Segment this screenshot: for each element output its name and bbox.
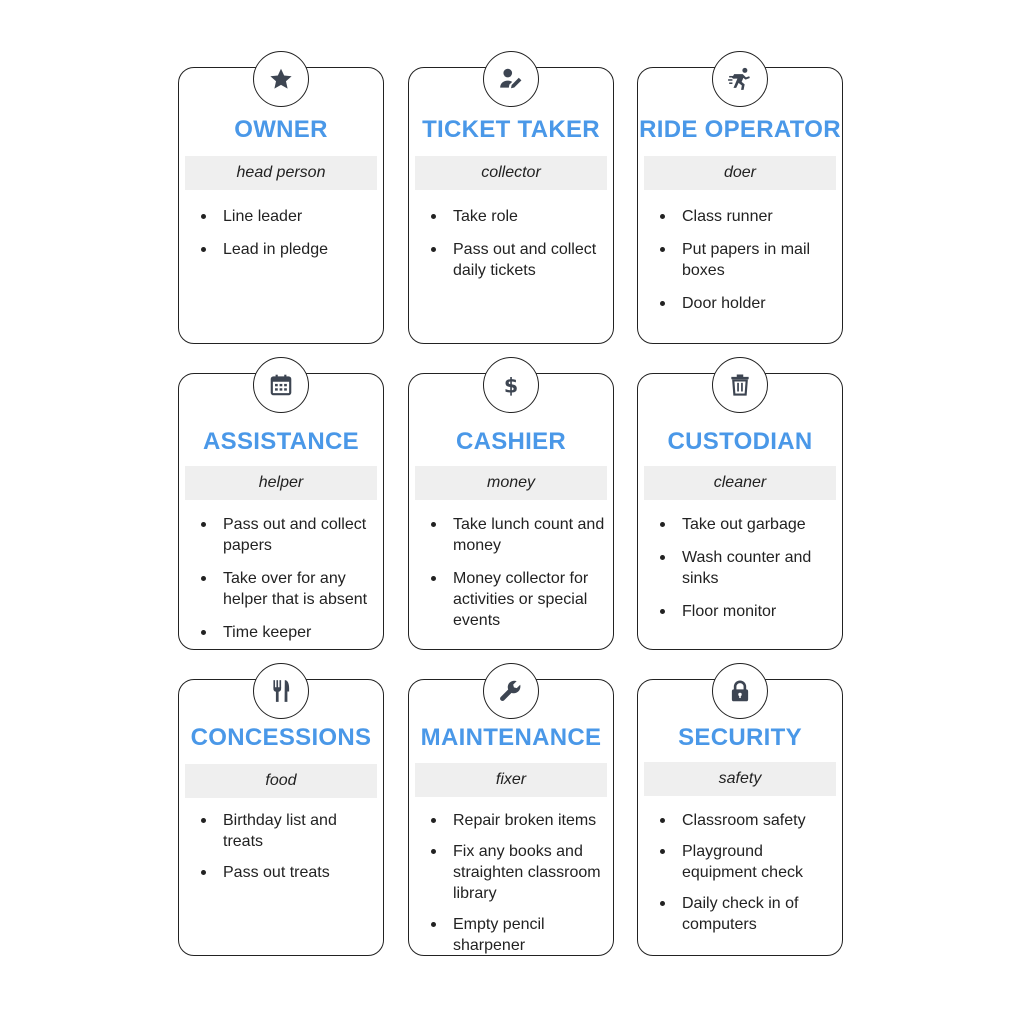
duty-item: Classroom safety xyxy=(660,810,836,831)
card-title: CUSTODIAN xyxy=(667,428,813,455)
duty-item: Floor monitor xyxy=(660,601,836,622)
lock-icon xyxy=(712,663,768,719)
duty-item: Put papers in mail boxes xyxy=(660,239,836,281)
trash-icon xyxy=(712,357,768,413)
duty-item: Playground equipment check xyxy=(660,841,836,883)
card-subtitle: cleaner xyxy=(644,466,836,500)
duty-item: Take lunch count and money xyxy=(431,514,607,556)
card-subtitle: food xyxy=(185,764,377,798)
duty-item: Wash counter and sinks xyxy=(660,547,836,589)
duty-list: Repair broken items Fix any books and st… xyxy=(431,810,607,966)
duty-list: Take out garbage Wash counter and sinks … xyxy=(660,514,836,634)
utensils-icon xyxy=(253,663,309,719)
duty-item: Door holder xyxy=(660,293,836,314)
role-card-custodian: CUSTODIAN cleaner Take out garbage Wash … xyxy=(637,357,843,650)
duty-item: Birthday list and treats xyxy=(201,810,377,852)
duty-item: Pass out treats xyxy=(201,862,377,883)
duty-list: Birthday list and treats Pass out treats xyxy=(201,810,377,893)
duty-item: Pass out and collect daily tickets xyxy=(431,239,607,281)
card-subtitle: money xyxy=(415,466,607,500)
role-card-concessions: CONCESSIONS food Birthday list and treat… xyxy=(178,663,384,956)
role-card-ride-operator: RIDE OPERATOR doer Class runner Put pape… xyxy=(637,51,843,344)
card-subtitle: safety xyxy=(644,762,836,796)
star-icon xyxy=(253,51,309,107)
card-title: RIDE OPERATOR xyxy=(639,116,841,143)
svg-text:$: $ xyxy=(504,374,518,398)
card-title: SECURITY xyxy=(678,724,802,751)
duty-item: Daily check in of computers xyxy=(660,893,836,935)
card-title: TICKET TAKER xyxy=(422,116,600,143)
role-card-security: SECURITY safety Classroom safety Playgro… xyxy=(637,663,843,956)
duty-list: Classroom safety Playground equipment ch… xyxy=(660,810,836,945)
card-title: ASSISTANCE xyxy=(203,428,359,455)
card-title: CASHIER xyxy=(455,428,567,455)
duty-list: Take role Pass out and collect daily tic… xyxy=(431,206,607,293)
calendar-icon xyxy=(253,357,309,413)
duty-item: Take over for any helper that is absent xyxy=(201,568,377,610)
duty-item: Fix any books and straighten classroom l… xyxy=(431,841,607,904)
card-subtitle: collector xyxy=(415,156,607,190)
role-card-maintenance: MAINTENANCE fixer Repair broken items Fi… xyxy=(408,663,614,956)
duty-item: Take role xyxy=(431,206,607,227)
role-card-assistance: ASSISTANCE helper Pass out and collect p… xyxy=(178,357,384,650)
card-subtitle: doer xyxy=(644,156,836,190)
card-title: OWNER xyxy=(234,116,328,143)
card-subtitle: helper xyxy=(185,466,377,500)
duty-list: Class runner Put papers in mail boxes Do… xyxy=(660,206,836,326)
duty-item: Line leader xyxy=(201,206,377,227)
duty-item: Class runner xyxy=(660,206,836,227)
duty-item: Money collector for activities or specia… xyxy=(431,568,607,631)
wrench-icon xyxy=(483,663,539,719)
user-edit-icon xyxy=(483,51,539,107)
duty-list: Take lunch count and money Money collect… xyxy=(431,514,607,643)
duty-item: Empty pencil sharpener xyxy=(431,914,607,956)
duty-list: Pass out and collect papers Take over fo… xyxy=(201,514,377,655)
card-subtitle: head person xyxy=(185,156,377,190)
dollar-icon: $ xyxy=(483,357,539,413)
role-card-ticket-taker: TICKET TAKER collector Take role Pass ou… xyxy=(408,51,614,344)
card-subtitle: fixer xyxy=(415,763,607,797)
running-person-icon xyxy=(712,51,768,107)
duty-item: Pass out and collect papers xyxy=(201,514,377,556)
duty-list: Line leader Lead in pledge xyxy=(201,206,377,272)
card-title: CONCESSIONS xyxy=(190,724,372,751)
role-card-owner: OWNER head person Line leader Lead in pl… xyxy=(178,51,384,344)
duty-item: Lead in pledge xyxy=(201,239,377,260)
duty-item: Time keeper xyxy=(201,622,377,643)
duty-item: Repair broken items xyxy=(431,810,607,831)
role-card-cashier: $ CASHIER money Take lunch count and mon… xyxy=(408,357,614,650)
duty-item: Take out garbage xyxy=(660,514,836,535)
card-title: MAINTENANCE xyxy=(420,724,602,751)
